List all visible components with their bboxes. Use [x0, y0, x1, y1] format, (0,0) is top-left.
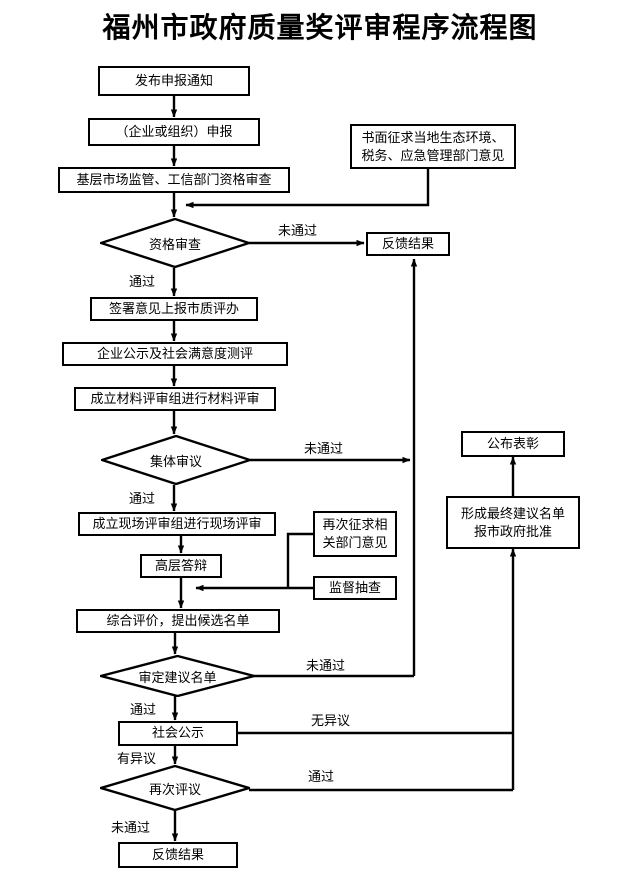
node-supervision-spot-check[interactable]: 监督抽查 — [313, 576, 397, 600]
node-label: 社会公示 — [151, 725, 204, 741]
node-label: 综合评价，提出候选名单 — [106, 612, 250, 628]
node-written-opinions[interactable]: 书面征求当地生态环境、 税务、应急管理部门意见 — [350, 124, 516, 169]
node-label: 企业公示及社会满意度测评 — [96, 345, 253, 361]
edge-label-qualification-pass: 通过 — [128, 271, 157, 290]
node-publish-notice[interactable]: 发布申报通知 — [98, 66, 250, 96]
node-label-line1: 书面征求当地生态环境、 — [361, 129, 505, 145]
edge-label-rereview-fail: 未通过 — [110, 817, 152, 836]
edge-label-approve-pass: 通过 — [129, 699, 158, 718]
node-label-line2: 税务、应急管理部门意见 — [361, 147, 505, 163]
node-final-list-approval[interactable]: 形成最终建议名单 报市政府批准 — [446, 496, 580, 549]
node-label: 成立现场评审组进行现场评审 — [92, 515, 262, 531]
node-label: 监督抽查 — [328, 579, 381, 595]
decision-collective-review[interactable]: 集体审议 — [101, 435, 251, 485]
node-label: 基层市场监管、工信部门资格审查 — [76, 171, 272, 187]
node-sign-report-to-office[interactable]: 签署意见上报市质评办 — [90, 297, 258, 321]
node-feedback-result-bottom[interactable]: 反馈结果 — [118, 842, 238, 868]
node-material-review-group[interactable]: 成立材料评审组进行材料评审 — [74, 387, 276, 411]
node-label: 反馈结果 — [381, 235, 434, 251]
decision-qualification-check[interactable]: 资格审查 — [100, 218, 250, 268]
edge-label-rereview-pass: 通过 — [307, 766, 336, 785]
node-label-line2: 报市政府批准 — [473, 523, 552, 539]
node-label-line1: 再次征求相 — [322, 517, 388, 533]
node-label: 高层答辩 — [154, 557, 207, 573]
node-label: 反馈结果 — [151, 846, 204, 862]
edge-label-collective-pass: 通过 — [128, 488, 157, 507]
node-onsite-review-group[interactable]: 成立现场评审组进行现场评审 — [78, 512, 276, 536]
node-feedback-result-top[interactable]: 反馈结果 — [366, 232, 450, 256]
node-label-line1: 形成最终建议名单 — [460, 505, 565, 521]
node-label-line2: 关部门意见 — [322, 535, 388, 550]
node-senior-defense[interactable]: 高层答辩 — [140, 554, 222, 578]
node-label: 签署意见上报市质评办 — [108, 300, 239, 316]
node-publicity-and-satisfaction-survey[interactable]: 企业公示及社会满意度测评 — [62, 342, 288, 366]
edge-label-approve-fail: 未通过 — [305, 655, 347, 674]
node-comprehensive-evaluation[interactable]: 综合评价，提出候选名单 — [76, 609, 280, 633]
node-social-publicity[interactable]: 社会公示 — [118, 721, 238, 746]
decision-approve-recommended-list[interactable]: 审定建议名单 — [100, 655, 255, 697]
edge-label-has-objection: 有异议 — [116, 748, 158, 767]
node-award-announcement[interactable]: 公布表彰 — [461, 431, 565, 457]
node-reconsult-departments[interactable]: 再次征求相 关部门意见 — [313, 511, 397, 557]
node-label: 公布表彰 — [486, 435, 539, 451]
node-enterprise-apply[interactable]: （企业或组织）申报 — [88, 118, 260, 146]
node-grassroots-qualification-review[interactable]: 基层市场监管、工信部门资格审查 — [58, 167, 290, 193]
edge-label-no-objection: 无异议 — [310, 710, 352, 729]
edge-label-qualification-fail: 未通过 — [277, 220, 319, 239]
node-label: 成立材料评审组进行材料评审 — [90, 390, 260, 406]
decision-re-review[interactable]: 再次评议 — [100, 765, 250, 811]
edge-label-collective-fail: 未通过 — [303, 438, 345, 457]
node-label: 发布申报通知 — [134, 72, 213, 88]
node-label: （企业或组织）申报 — [115, 123, 233, 139]
page-title: 福州市政府质量奖评审程序流程图 — [102, 12, 538, 43]
